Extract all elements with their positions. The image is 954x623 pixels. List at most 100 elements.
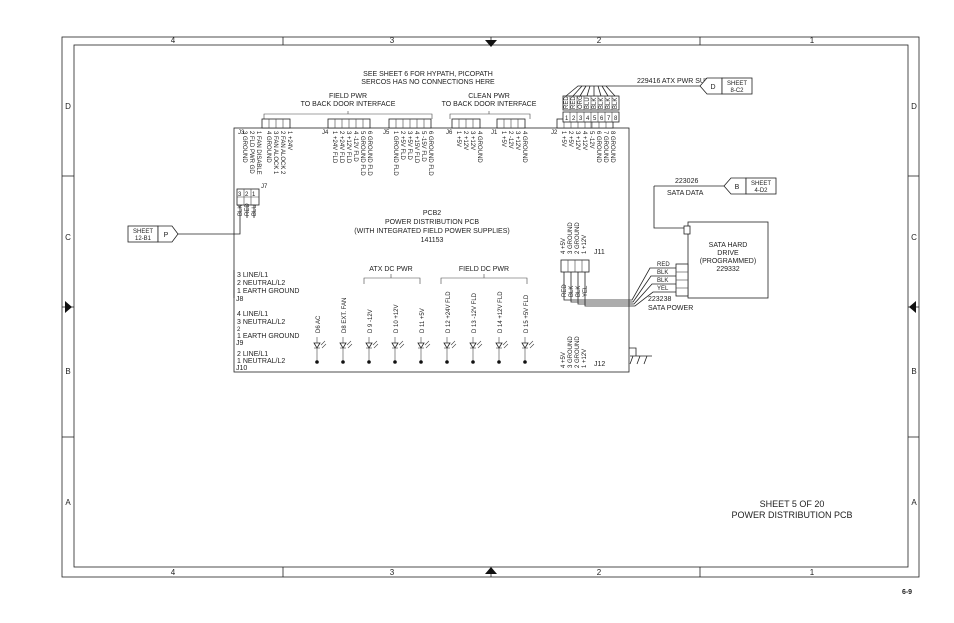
atx-pin-number: 2 bbox=[572, 116, 576, 122]
led-diode-icon bbox=[521, 342, 529, 349]
atx-wire-color: BLU bbox=[585, 97, 591, 109]
col-label-bottom: 1 bbox=[810, 568, 815, 577]
pin-label: 4 +12V bbox=[581, 131, 587, 150]
col-label-top: 4 bbox=[171, 36, 176, 45]
j11-wire: BLK bbox=[576, 286, 582, 297]
led-emission-icon bbox=[476, 340, 483, 349]
j4-label: J4 bbox=[322, 130, 329, 136]
field-dc-bracket bbox=[440, 274, 528, 284]
led-label: D 14 +12V FLD bbox=[498, 291, 504, 333]
field-dc-pwr-title: FIELD DC PWR bbox=[459, 266, 509, 273]
pin-label: 1 +5V bbox=[500, 131, 506, 147]
row-label-right: D bbox=[911, 102, 917, 111]
pin-label: 1 FAN DISABLE bbox=[255, 131, 261, 175]
page-number: 6-9 bbox=[902, 589, 912, 596]
row-label-right: B bbox=[911, 367, 916, 376]
drive-wire: YEL bbox=[657, 286, 669, 292]
j9-pin: 4 LINE/L1 bbox=[237, 311, 268, 318]
j12-pin: 3 GROUND bbox=[568, 336, 574, 368]
center-mark-left-icon bbox=[65, 301, 72, 313]
j8-pin: 1 EARTH GROUND bbox=[237, 288, 300, 295]
row-label-right: C bbox=[911, 233, 917, 242]
j12-pin: 4 +5V bbox=[561, 352, 567, 368]
j11-pin: 3 GROUND bbox=[568, 222, 574, 254]
drive-line-2: DRIVE bbox=[717, 250, 739, 257]
atx-pin-number: 8 bbox=[614, 116, 618, 122]
led-label: D 12 +24V FLD bbox=[446, 291, 452, 333]
sheet-ref-b[interactable]: B SHEET 4-D2 bbox=[723, 177, 777, 195]
atx-wire-color: BLK bbox=[613, 98, 619, 109]
row-labels: D C B A D C B A bbox=[65, 102, 917, 507]
led-node bbox=[341, 360, 345, 364]
sheet-ref-b-l1: SHEET bbox=[751, 181, 771, 187]
led-label: D 10 +12V bbox=[394, 304, 400, 333]
sheet-ref-d[interactable]: D SHEET 8-C2 bbox=[699, 77, 753, 95]
atx-wire-color: ORG bbox=[578, 95, 584, 109]
col-label-top: 1 bbox=[810, 36, 815, 45]
atx-wire-color: BLK bbox=[599, 98, 605, 109]
j1-header bbox=[496, 118, 526, 129]
led: D 14 +12V FLD bbox=[495, 291, 509, 364]
j6-label: J6 bbox=[446, 130, 453, 136]
pcb-part-number: 141153 bbox=[421, 237, 444, 244]
pin-label: 2 +12V bbox=[462, 131, 468, 150]
j9-pin: 3 NEUTRAL/L2 bbox=[237, 319, 285, 326]
sheet-ref-d-tag: D bbox=[710, 84, 715, 91]
pin-label: 6 GROUND FLD bbox=[366, 131, 372, 176]
pin-label: 6 GROUND bbox=[595, 131, 601, 163]
led-emission-icon bbox=[372, 340, 379, 349]
row-label-left: C bbox=[65, 233, 71, 242]
j7-pin: 1 bbox=[252, 192, 256, 198]
atx-pin-number: 6 bbox=[600, 116, 604, 122]
pcb-desc-1: POWER DISTRIBUTION PCB bbox=[385, 219, 479, 226]
j10-pin: 1 NEUTRAL/L2 bbox=[237, 358, 285, 365]
pin-label: 4 GROUND bbox=[265, 131, 271, 163]
sheet-ref-p-l2: 12-B1 bbox=[135, 236, 152, 242]
led-diode-icon bbox=[339, 342, 347, 349]
pin-label: 3 +12V bbox=[469, 131, 475, 150]
j8-pin: 2 NEUTRAL/L2 bbox=[237, 280, 285, 287]
drive-wire: BLK bbox=[657, 270, 668, 276]
led-diode-icon bbox=[443, 342, 451, 349]
drive-wire: RED bbox=[657, 262, 670, 268]
sata-data-label: SATA DATA bbox=[667, 190, 704, 197]
j5-header bbox=[388, 118, 432, 129]
led-node bbox=[471, 360, 475, 364]
led-label: D 15 +5V FLD bbox=[524, 294, 530, 333]
pin-label: 5 -15V FLD bbox=[420, 131, 426, 162]
sheet-ref-p[interactable]: SHEET 12-B1 P bbox=[127, 225, 179, 243]
j11-wire: YEL bbox=[583, 285, 589, 297]
atx-pin-number: 5 bbox=[593, 116, 597, 122]
led-emission-icon bbox=[502, 340, 509, 349]
pin-label: 5 GROUND FLD bbox=[359, 131, 365, 176]
led: D 9 -12V bbox=[365, 309, 379, 364]
sheet-ref-d-l2: 8-C2 bbox=[730, 88, 744, 94]
atx-wire-color: RED bbox=[571, 96, 577, 109]
drive-line-3: (PROGRAMMED) bbox=[700, 258, 756, 265]
ground-icon bbox=[629, 347, 652, 365]
led-label: D 11 +5V bbox=[420, 308, 426, 333]
clean-pwr-sublabel: TO BACK DOOR INTERFACE bbox=[442, 101, 537, 108]
connector-headers bbox=[261, 118, 614, 129]
col-label-bottom: 2 bbox=[597, 568, 602, 577]
j7-label: J7 bbox=[261, 184, 268, 190]
led-diode-icon bbox=[469, 342, 477, 349]
led-label: D8 EXT. FAN bbox=[342, 298, 348, 333]
led-diode-icon bbox=[365, 342, 373, 349]
row-label-left: D bbox=[65, 102, 71, 111]
j7-wire: BLU bbox=[252, 204, 258, 216]
drawing-frame bbox=[61, 36, 920, 578]
pin-label: 3 +12V bbox=[574, 131, 580, 150]
led-emission-icon bbox=[398, 340, 405, 349]
led-emission-icon bbox=[346, 340, 353, 349]
sheet-ref-b-l2: 4-D2 bbox=[754, 188, 768, 194]
led-label: D 13 -12V FLD bbox=[472, 292, 478, 333]
field-pwr-label: FIELD PWR bbox=[329, 93, 367, 100]
led-emission-icon bbox=[450, 340, 457, 349]
pin-label: 1 +5V bbox=[560, 131, 566, 147]
j10-pin: 2 LINE/L1 bbox=[237, 351, 268, 358]
led-node bbox=[497, 360, 501, 364]
pin-label: 3 FAN ALOCK 1 bbox=[272, 131, 278, 175]
led: D8 EXT. FAN bbox=[339, 298, 353, 364]
